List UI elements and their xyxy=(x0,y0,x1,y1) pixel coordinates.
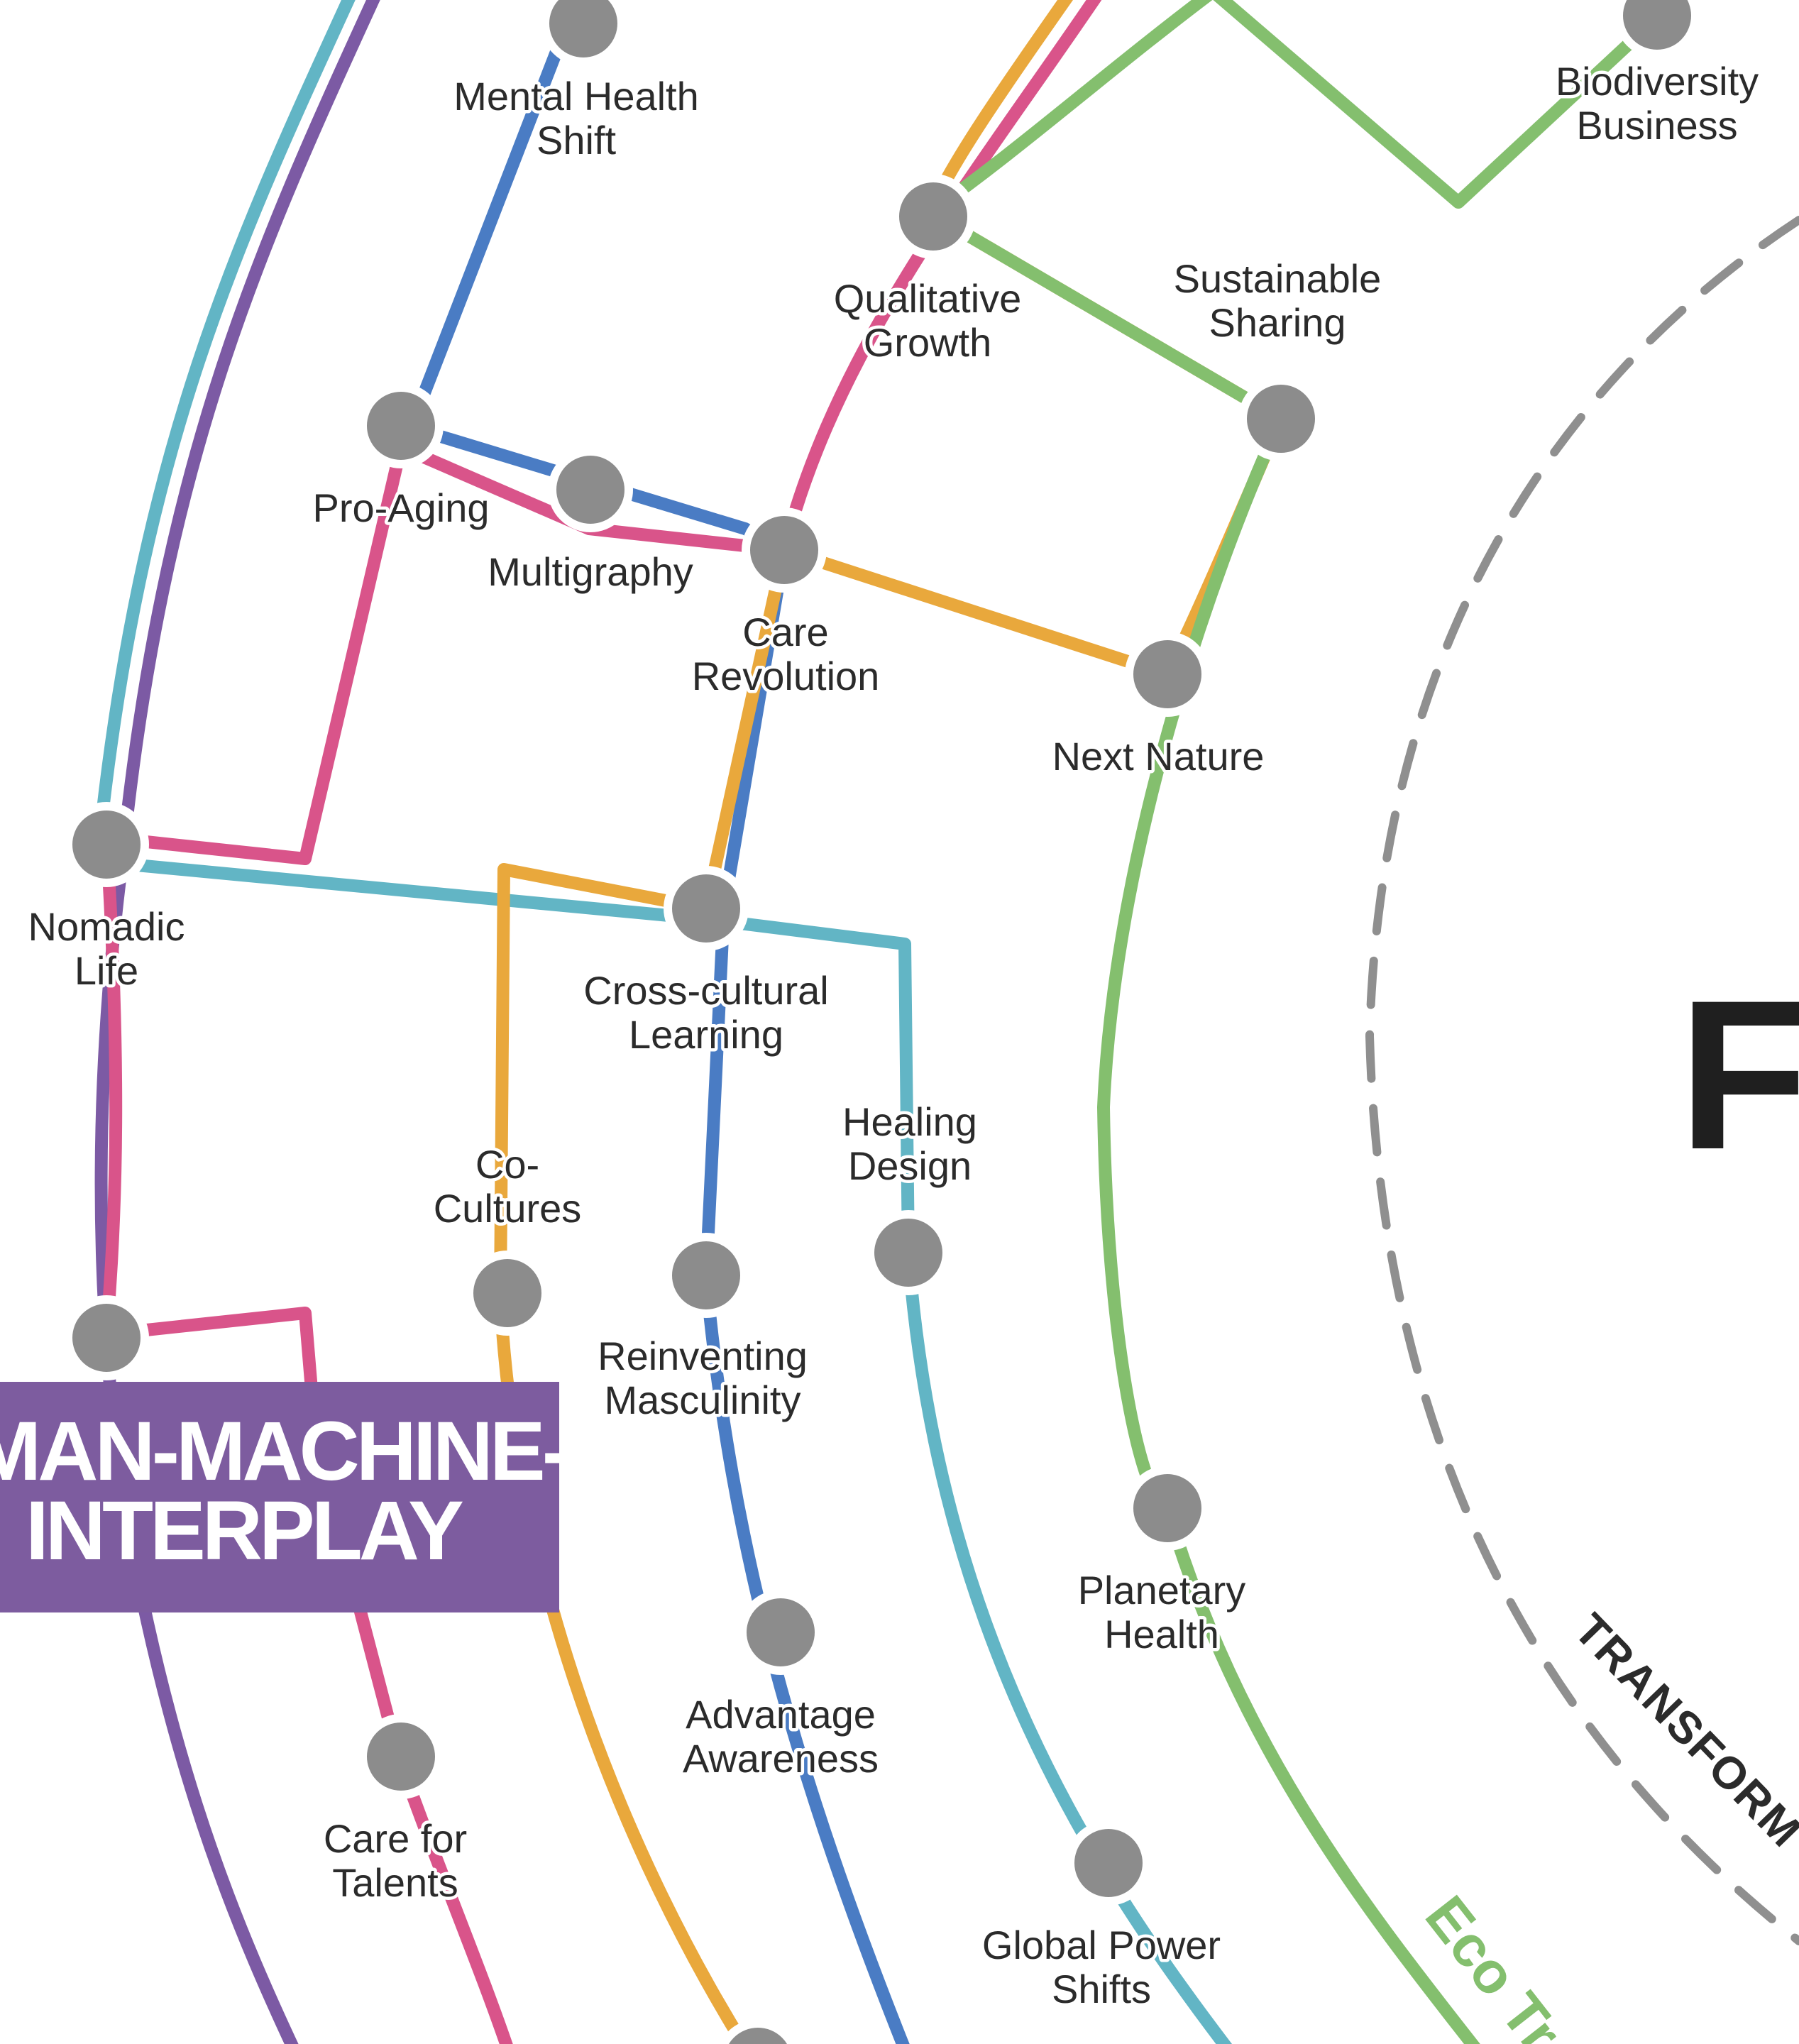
label-line: Reinventing xyxy=(598,1334,808,1378)
label-line: Shifts xyxy=(1052,1967,1151,2011)
line-green xyxy=(923,0,1480,2044)
node-next-nature[interactable] xyxy=(1125,632,1210,717)
label-line: Growth xyxy=(864,320,992,365)
label-line: Cultures xyxy=(434,1186,582,1231)
label-line: Biodiversity xyxy=(1556,59,1759,104)
label-line: Talents xyxy=(332,1860,458,1905)
node-nomadic-life-2[interactable] xyxy=(64,1295,149,1380)
node-planetary-health[interactable] xyxy=(1125,1466,1210,1551)
node-advantage-awareness[interactable] xyxy=(738,1590,823,1675)
label-line: Awareness xyxy=(683,1736,879,1781)
eco-line-label: Eco Tr xyxy=(1413,1884,1573,2044)
dashed-ring xyxy=(1365,216,1799,1945)
label-line: Design xyxy=(848,1143,972,1188)
label-line: Next Nature xyxy=(1052,734,1265,779)
label-line: Business xyxy=(1576,103,1737,148)
label-line: Healing xyxy=(842,1099,977,1144)
node-cross-cultural-learning[interactable] xyxy=(664,866,749,951)
banner-line-2: INTERPLAY xyxy=(26,1484,464,1578)
label-line: Shift xyxy=(537,118,616,163)
node-reinventing-masculinity[interactable] xyxy=(664,1233,749,1318)
node-bottom-node[interactable] xyxy=(719,2019,797,2044)
label-line: Planetary xyxy=(1078,1568,1246,1612)
nodes xyxy=(64,0,1700,2044)
label-line: Cross-cultural xyxy=(583,968,828,1013)
label-line: Global Power xyxy=(982,1923,1221,1967)
node-sustainable-sharing[interactable] xyxy=(1238,376,1324,461)
line-green-branch xyxy=(1213,0,1662,209)
label-line: Multigraphy xyxy=(488,549,693,594)
label-line: Advantage xyxy=(686,1692,876,1737)
node-biodiversity-business[interactable] xyxy=(1614,0,1700,58)
node-qualitative-growth[interactable] xyxy=(891,174,976,259)
label-line: Co- xyxy=(475,1142,539,1187)
label-line: Nomadic xyxy=(28,904,185,949)
label-next-nature: Next Nature xyxy=(1052,734,1265,779)
label-line: Qualitative xyxy=(834,276,1022,321)
label-co-cultures: Co-Cultures xyxy=(434,1142,582,1231)
line-purple xyxy=(94,0,380,2044)
banner-line-1: MAN-MACHINE- xyxy=(0,1405,559,1498)
label-line: Mental Health xyxy=(453,74,699,119)
label-line: Revolution xyxy=(692,654,880,698)
label-line: Learning xyxy=(629,1012,783,1057)
label-line: Care for xyxy=(324,1816,467,1861)
label-line: Masculinity xyxy=(605,1378,801,1422)
label-line: Pro-Aging xyxy=(312,485,489,530)
node-mental-health-shift[interactable] xyxy=(541,0,626,66)
center-letter: F xyxy=(1678,955,1799,1194)
node-multigraphy[interactable] xyxy=(548,447,633,532)
node-healing-design[interactable] xyxy=(866,1210,951,1295)
label-line: Life xyxy=(75,948,138,993)
line-teal-branch xyxy=(106,856,1233,2044)
label-line: Health xyxy=(1104,1612,1219,1656)
node-pro-aging[interactable] xyxy=(358,383,444,468)
node-nomadic-life[interactable] xyxy=(64,802,149,887)
ring-label: TRANSFORM xyxy=(1565,1604,1799,1857)
node-co-cultures[interactable] xyxy=(465,1251,550,1336)
line-teal xyxy=(93,0,356,842)
node-care-revolution[interactable] xyxy=(742,507,827,593)
node-care-for-talents[interactable] xyxy=(358,1714,444,1799)
megatrend-banner: MAN-MACHINE- INTERPLAY xyxy=(0,1382,559,1612)
label-line: Sustainable xyxy=(1174,256,1382,301)
label-pro-aging: Pro-Aging xyxy=(312,485,489,530)
label-multigraphy: Multigraphy xyxy=(488,549,693,594)
node-global-power-shifts[interactable] xyxy=(1066,1820,1151,1906)
label-line: Sharing xyxy=(1209,300,1346,345)
label-line: Care xyxy=(742,610,828,654)
